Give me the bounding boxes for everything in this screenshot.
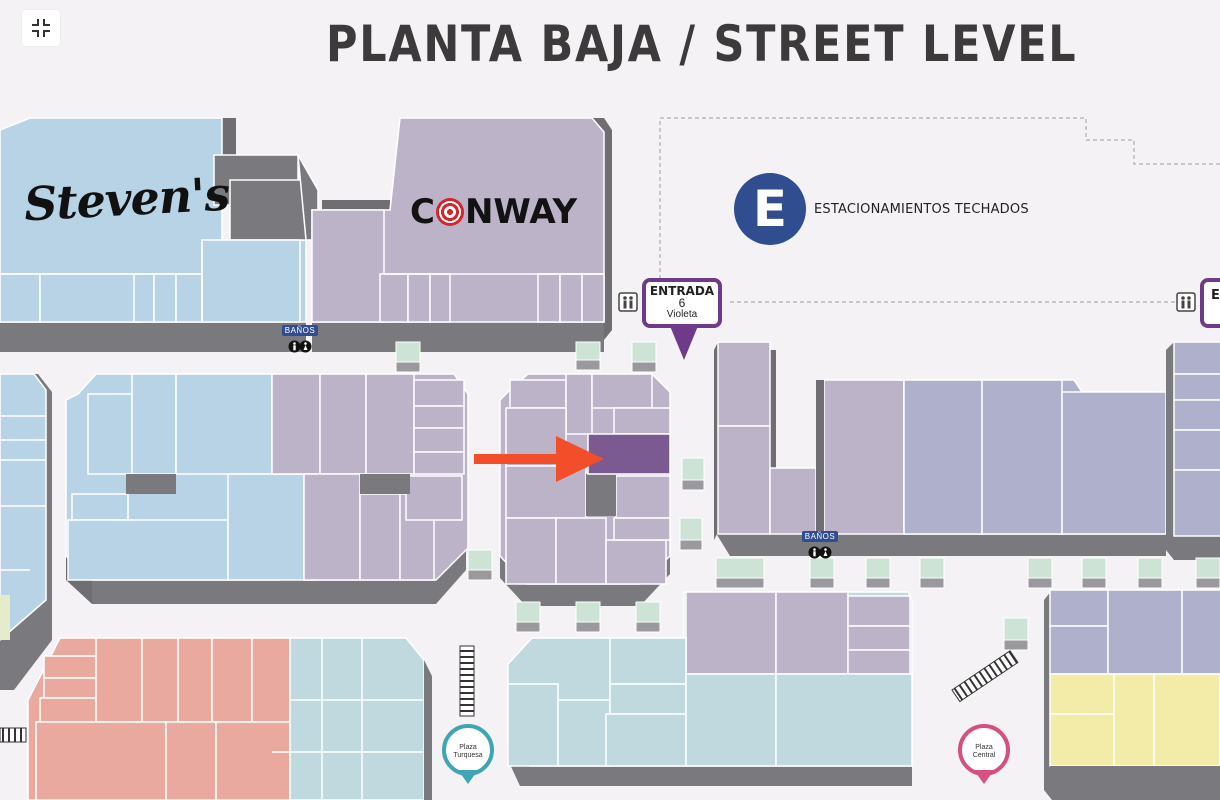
restroom-icon (288, 340, 312, 353)
plaza-marker: Plaza Central (958, 724, 1010, 776)
store-stevens-block[interactable] (0, 117, 319, 352)
plaza-name: Turquesa (453, 752, 483, 759)
floor-title: PLANTA BAJA / STREET LEVEL (326, 15, 1078, 73)
parking-badge[interactable]: E (734, 173, 806, 245)
highlighted-store[interactable] (587, 433, 671, 475)
pin-tail (458, 770, 478, 784)
location-arrow (474, 436, 604, 482)
exit-fullscreen-button[interactable] (22, 10, 60, 46)
entrance-number: 6 (678, 296, 686, 310)
kiosks (395, 341, 1220, 651)
left-edge-block[interactable] (0, 373, 52, 690)
escalator-icon (0, 727, 27, 743)
plaza-label: Plaza (975, 744, 993, 751)
plaza-label: Plaza (459, 744, 477, 751)
collapse-icon (32, 19, 50, 37)
entrance-title: ENTRADA (649, 284, 715, 298)
escalator-icon (951, 650, 1019, 703)
conway-text-start: C (410, 192, 435, 232)
bottom-right-block[interactable] (1044, 589, 1220, 800)
bottom-left-block[interactable] (27, 637, 432, 800)
conway-text-end: NWAY (464, 192, 578, 232)
escalator-icon (459, 645, 475, 717)
plaza-marker: Plaza Turquesa (442, 724, 494, 776)
store-logo-conway[interactable]: C NWAY (410, 192, 577, 232)
elevator-icon (618, 292, 638, 312)
parking-area-outline (659, 117, 1220, 303)
far-right-block[interactable] (1166, 341, 1220, 560)
restroom-label: BAÑOS (281, 325, 319, 336)
center-block[interactable] (499, 373, 671, 606)
restroom-marker[interactable]: BAÑOS (280, 320, 320, 353)
entrance-6-pin[interactable]: ENTRADA 6 Violeta (642, 278, 722, 360)
right-block[interactable] (714, 341, 1167, 556)
entrance-pin-partial[interactable]: E (1200, 278, 1220, 328)
middle-left-block[interactable] (65, 373, 469, 604)
store-logo-stevens[interactable]: Steven's (22, 166, 231, 232)
restroom-label: BAÑOS (801, 531, 839, 542)
plaza-name: Central (972, 752, 996, 759)
elevator-icon (1176, 292, 1196, 312)
target-icon (435, 198, 464, 226)
entrance-color-name: Violeta (666, 309, 698, 320)
pin-tail (670, 326, 698, 360)
restroom-icon (808, 546, 832, 559)
plaza-central-pin[interactable]: Plaza Central (958, 724, 1010, 786)
parking-label: ESTACIONAMIENTOS TECHADOS (814, 202, 1029, 217)
store-conway-block[interactable] (311, 117, 612, 352)
bottom-center-block[interactable] (507, 591, 913, 786)
plaza-turquesa-pin[interactable]: Plaza Turquesa (442, 724, 494, 786)
restroom-marker[interactable]: BAÑOS (800, 526, 840, 559)
pin-tail (974, 770, 994, 784)
entrance-partial-label: E (1211, 288, 1220, 303)
